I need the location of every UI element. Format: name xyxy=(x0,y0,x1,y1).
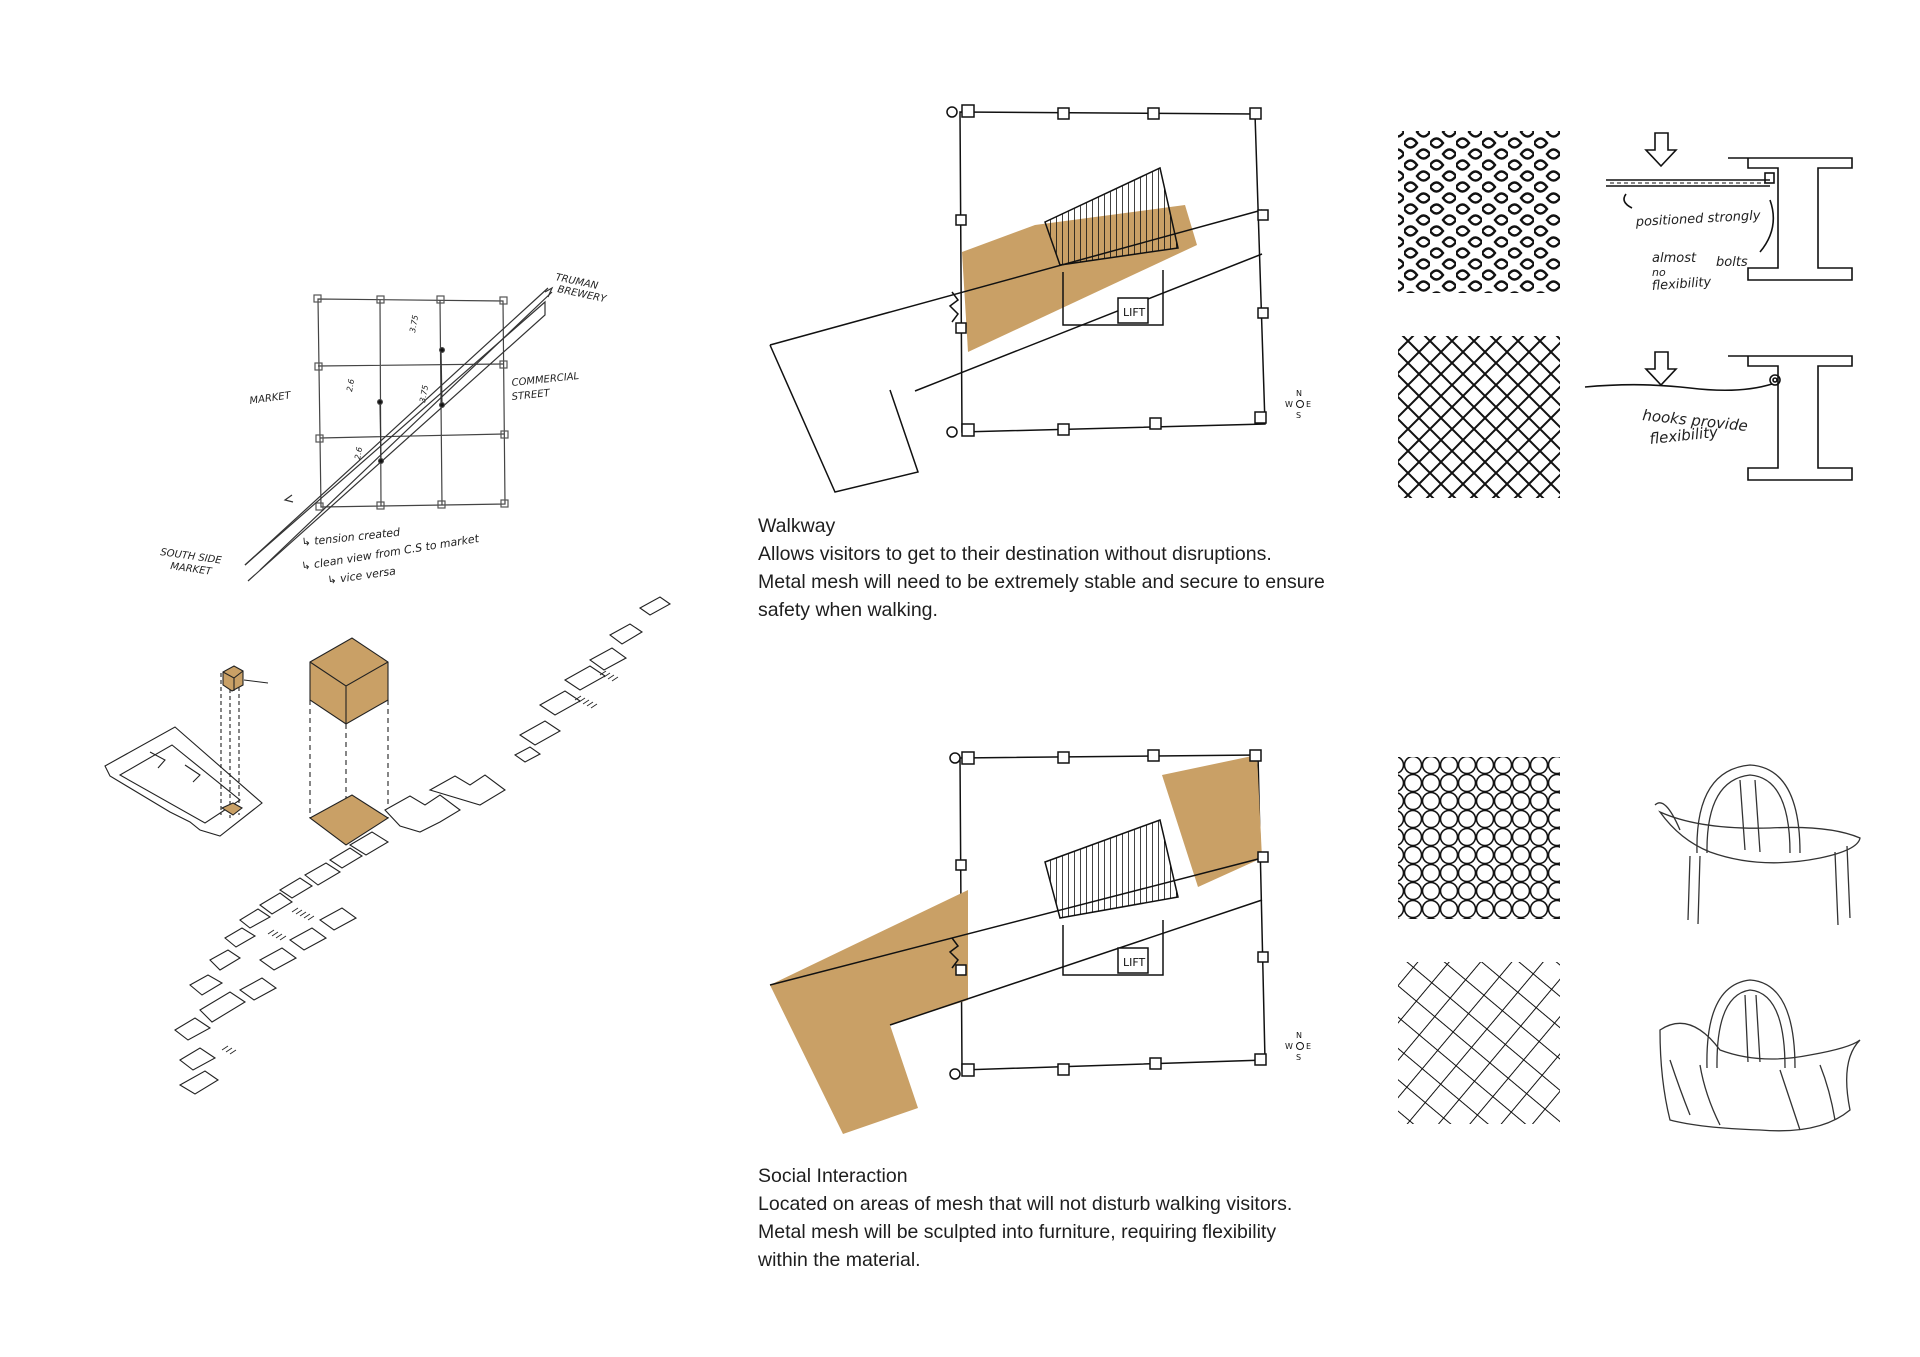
i-beam xyxy=(1728,157,1853,281)
dim-label: 2.6 xyxy=(345,378,356,392)
social-line-2: Metal mesh will be sculpted into furnitu… xyxy=(758,1221,1277,1243)
walkway-line-2: Metal mesh will need to be extremely sta… xyxy=(758,571,1325,593)
site-axis-sketch xyxy=(244,286,554,582)
expanded-metal-swatch xyxy=(1398,131,1560,293)
woven-net-swatch xyxy=(1398,962,1560,1124)
mesh-chair-draped xyxy=(1659,979,1861,1132)
annotation-arrow xyxy=(1623,193,1633,209)
small-tower xyxy=(220,673,240,818)
sagging-mesh xyxy=(1584,383,1773,392)
small-tower-cube xyxy=(222,665,244,692)
note-tension: ↳ tension created xyxy=(301,526,402,549)
chain-link-swatch xyxy=(1398,336,1560,498)
axonometric-site xyxy=(104,596,672,1095)
svg-text:W: W xyxy=(1285,1042,1293,1051)
note-bolts: bolts xyxy=(1716,255,1748,270)
note-flexibility: flexibility xyxy=(1651,275,1712,294)
note-no: no xyxy=(1652,266,1666,279)
compass-rose: N W E S xyxy=(1285,389,1311,420)
walkway-line-1: Allows visitors to get to their destinat… xyxy=(758,543,1272,565)
social-caption: Social Interaction Located on areas of m… xyxy=(758,1162,1378,1274)
flexible-connection-detail xyxy=(1584,351,1853,481)
lift-shaft xyxy=(1062,920,1164,976)
lift-label: LIFT xyxy=(1123,306,1146,319)
note-hooks-flex: flexibility xyxy=(1649,423,1720,448)
walkway-title: Walkway xyxy=(758,515,836,537)
small-tower-footprint xyxy=(220,802,243,816)
label-commercial: COMMERCIAL xyxy=(511,371,580,389)
i-beam xyxy=(1728,355,1853,481)
dim-label: 3.75 xyxy=(418,384,430,403)
social-title: Social Interaction xyxy=(758,1165,908,1187)
social-line-1: Located on areas of mesh that will not d… xyxy=(758,1193,1293,1215)
note-positioned: positioned strongly xyxy=(1634,208,1761,230)
walkway-plan: LIFT N W E S xyxy=(769,104,1311,493)
svg-text:E: E xyxy=(1306,1042,1311,1051)
lift-box xyxy=(1117,297,1149,324)
svg-text:S: S xyxy=(1296,411,1301,420)
large-tower xyxy=(308,637,390,846)
grid-nodes xyxy=(313,294,509,511)
note-almost: almost xyxy=(1652,251,1697,266)
social-line-3: within the material. xyxy=(758,1249,921,1271)
ring-mesh-swatch xyxy=(1398,757,1560,919)
hook-icon xyxy=(1769,374,1781,386)
dim-label: 3.75 xyxy=(408,314,420,333)
mesh-plate xyxy=(1606,179,1770,187)
bolt-icon xyxy=(1764,172,1775,184)
load-arrow-icon xyxy=(1644,132,1678,168)
compass-rose: N W E S xyxy=(1285,1031,1311,1062)
walkway-caption: Walkway Allows visitors to get to their … xyxy=(758,512,1378,624)
label-market: MARKET xyxy=(249,390,292,407)
svg-text:N: N xyxy=(1296,1031,1302,1040)
lift-shaft xyxy=(1062,270,1164,326)
social-plan: LIFT N W E S xyxy=(769,749,1311,1134)
stair xyxy=(1044,819,1179,919)
svg-text:S: S xyxy=(1296,1053,1301,1062)
street-hatching xyxy=(221,670,619,1055)
seating-zone-left xyxy=(770,890,968,1134)
lift-box xyxy=(1117,947,1149,974)
rigid-detail-notes: positioned strongly almost no flexibilit… xyxy=(1634,208,1761,294)
rigid-connection-detail xyxy=(1606,132,1853,281)
seating-zone-right xyxy=(1162,755,1262,887)
svg-text:W: W xyxy=(1285,400,1293,409)
walkway-line-3: safety when walking. xyxy=(758,599,938,621)
walkway-outline xyxy=(769,209,1263,493)
mesh-swatches xyxy=(1398,131,1560,1124)
load-arrow-icon xyxy=(1644,351,1678,387)
column-markers xyxy=(946,104,1269,438)
bench-symbol xyxy=(948,937,960,969)
annotation-arrow xyxy=(1759,199,1775,253)
mesh-chair-frame xyxy=(1654,764,1861,926)
street-buildings xyxy=(174,596,672,1095)
stair xyxy=(1044,166,1179,266)
label-street: STREET xyxy=(511,388,551,403)
flexible-detail-notes: hooks provide flexibility xyxy=(1642,406,1749,448)
column-markers xyxy=(949,749,1269,1080)
lift-label: LIFT xyxy=(1123,956,1146,969)
svg-text:N: N xyxy=(1296,389,1302,398)
walkway-outline xyxy=(769,857,1263,1026)
note-vice-versa: ↳ vice versa xyxy=(327,564,397,586)
dim-label: 2.6 xyxy=(353,446,364,460)
svg-text:E: E xyxy=(1306,400,1311,409)
bench-symbol xyxy=(948,291,960,323)
